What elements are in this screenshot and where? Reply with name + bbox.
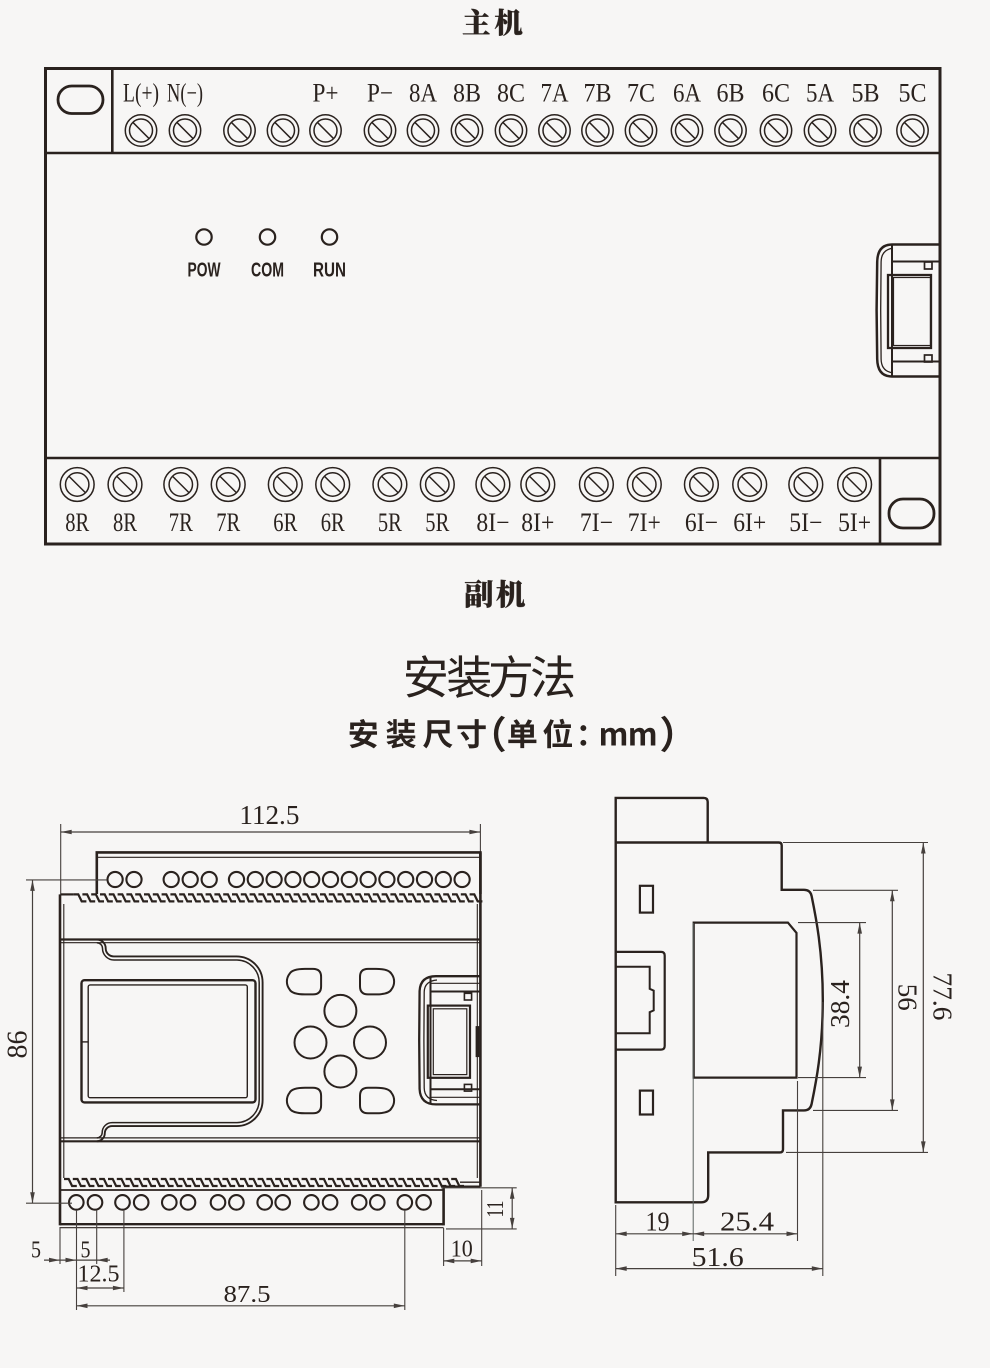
svg-text:7A: 7A	[541, 79, 569, 108]
svg-text:5I−: 5I−	[789, 508, 822, 537]
svg-text:10: 10	[451, 1236, 473, 1263]
svg-text:5R: 5R	[425, 508, 450, 537]
svg-text:5B: 5B	[852, 79, 880, 108]
svg-text:8R: 8R	[113, 508, 138, 537]
svg-text:87.5: 87.5	[224, 1281, 271, 1308]
svg-text:86: 86	[3, 1031, 34, 1059]
svg-text:5: 5	[81, 1237, 91, 1264]
svg-text:8R: 8R	[65, 508, 90, 537]
svg-text:112.5: 112.5	[239, 800, 299, 830]
svg-text:6A: 6A	[673, 79, 701, 108]
svg-text:25.4: 25.4	[720, 1207, 775, 1237]
svg-text:19: 19	[646, 1207, 670, 1237]
svg-text:RUN: RUN	[313, 259, 346, 282]
svg-text:7B: 7B	[584, 79, 612, 108]
svg-text:56: 56	[893, 984, 923, 1011]
svg-text:8I−: 8I−	[476, 508, 509, 537]
svg-text:8I+: 8I+	[521, 508, 554, 537]
svg-text:38.4: 38.4	[825, 979, 855, 1028]
svg-text:8C: 8C	[497, 79, 525, 108]
svg-text:7I+: 7I+	[628, 508, 661, 537]
svg-text:8A: 8A	[409, 79, 437, 108]
svg-text:8B: 8B	[453, 79, 481, 108]
svg-text:5I+: 5I+	[838, 508, 871, 537]
svg-text:77.6: 77.6	[928, 973, 958, 1021]
svg-text:51.6: 51.6	[692, 1242, 744, 1272]
svg-text:6I+: 6I+	[733, 508, 766, 537]
svg-text:6B: 6B	[717, 79, 745, 108]
svg-text:COM: COM	[251, 259, 284, 282]
svg-text:5: 5	[31, 1237, 41, 1264]
svg-text:6C: 6C	[762, 79, 790, 108]
svg-text:6R: 6R	[273, 508, 298, 537]
svg-text:7I−: 7I−	[580, 508, 613, 537]
svg-text:P+: P+	[313, 79, 339, 108]
svg-text:12.5: 12.5	[78, 1260, 120, 1287]
svg-text:5C: 5C	[899, 79, 927, 108]
svg-text:11: 11	[482, 1201, 509, 1218]
svg-text:7C: 7C	[627, 79, 655, 108]
svg-text:P−: P−	[367, 79, 393, 108]
svg-text:7R: 7R	[216, 508, 241, 537]
svg-text:6I−: 6I−	[685, 508, 718, 537]
svg-text:L(+): L(+)	[123, 79, 159, 108]
svg-text:5R: 5R	[378, 508, 403, 537]
svg-text:N(−): N(−)	[167, 79, 203, 108]
svg-text:7R: 7R	[169, 508, 194, 537]
svg-text:6R: 6R	[321, 508, 346, 537]
svg-text:POW: POW	[188, 259, 221, 282]
svg-text:5A: 5A	[806, 79, 834, 108]
